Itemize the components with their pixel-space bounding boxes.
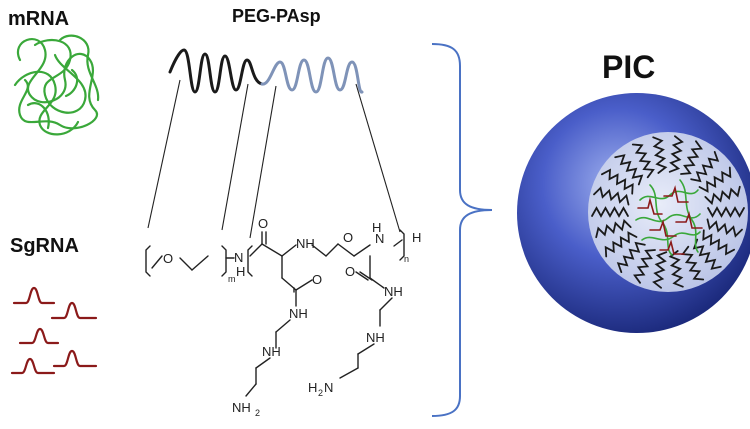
- mrna-label: mRNA: [8, 8, 69, 30]
- peg-pasp-wave-icon: [168, 48, 364, 94]
- sidechain-o-label: O: [312, 272, 322, 287]
- connector-lines: [147, 79, 401, 239]
- terminal-h2n-n-label: N: [324, 380, 333, 395]
- peg-spoke: [595, 218, 632, 239]
- peg-spoke: [668, 250, 684, 288]
- sidechain-o-2-label: O: [345, 264, 355, 279]
- mrna-coil-icon: [13, 34, 100, 136]
- pic-label: PIC: [602, 49, 655, 85]
- pasp-repeat-n-label: n: [404, 254, 409, 264]
- terminal-h2n-label: H: [308, 380, 317, 395]
- peg-spoke: [680, 140, 703, 175]
- peg-spoke: [690, 151, 720, 183]
- terminal-h-label: H: [412, 230, 421, 245]
- amide-h-label: H: [372, 220, 381, 235]
- peg-spoke: [702, 229, 735, 256]
- peg-spoke: [593, 186, 630, 206]
- pic-micelle-icon: [517, 93, 750, 333]
- chain-nh-label: NH: [262, 344, 281, 359]
- peg-spoke: [631, 143, 655, 179]
- terminal-nh2-sub: 2: [255, 408, 260, 418]
- peg-spoke: [604, 231, 638, 258]
- amide-nh-label: NH: [296, 236, 315, 251]
- peg-spoke: [652, 136, 668, 174]
- peg-pasp-label: PEG-PAsp: [232, 6, 321, 26]
- carbonyl-o-2-label: O: [343, 230, 353, 245]
- sgrna-label: SgRNA: [10, 235, 79, 257]
- peg-spoke: [698, 166, 732, 193]
- oxygen-atom-label: O: [163, 251, 173, 266]
- peg-spoke: [591, 206, 629, 218]
- peg-spoke: [706, 218, 743, 238]
- backbone-n-label: N: [234, 250, 243, 265]
- sidechain-nh-2-label: NH: [384, 284, 403, 299]
- chemical-labels: O m N H O NH O N H n H O O NH NH NH NH N…: [163, 216, 421, 418]
- backbone-h-label: H: [236, 264, 245, 279]
- peg-spoke: [601, 168, 634, 195]
- peg-repeat-m-label: m: [228, 274, 236, 284]
- terminal-nh2-label: NH: [232, 400, 251, 415]
- sgrna-strands-icon: [10, 286, 98, 375]
- curly-bracket-icon: [431, 43, 493, 417]
- amide-n-label: N: [375, 231, 384, 246]
- sidechain-nh-label: NH: [289, 306, 308, 321]
- peg-spoke: [681, 245, 705, 281]
- chemical-structure: [145, 229, 405, 397]
- peg-spoke: [652, 251, 668, 289]
- terminal-h2n-sub: 2: [318, 388, 323, 398]
- peg-spoke: [707, 206, 745, 218]
- peg-spoke: [668, 135, 684, 173]
- chain-nh-2-label: NH: [366, 330, 385, 345]
- peg-spoke: [633, 249, 656, 284]
- carbonyl-o-label: O: [258, 216, 268, 231]
- peg-spoke: [614, 154, 644, 186]
- peg-spoke: [692, 238, 722, 270]
- peg-spoke: [616, 241, 646, 273]
- peg-spoke: [704, 185, 741, 206]
